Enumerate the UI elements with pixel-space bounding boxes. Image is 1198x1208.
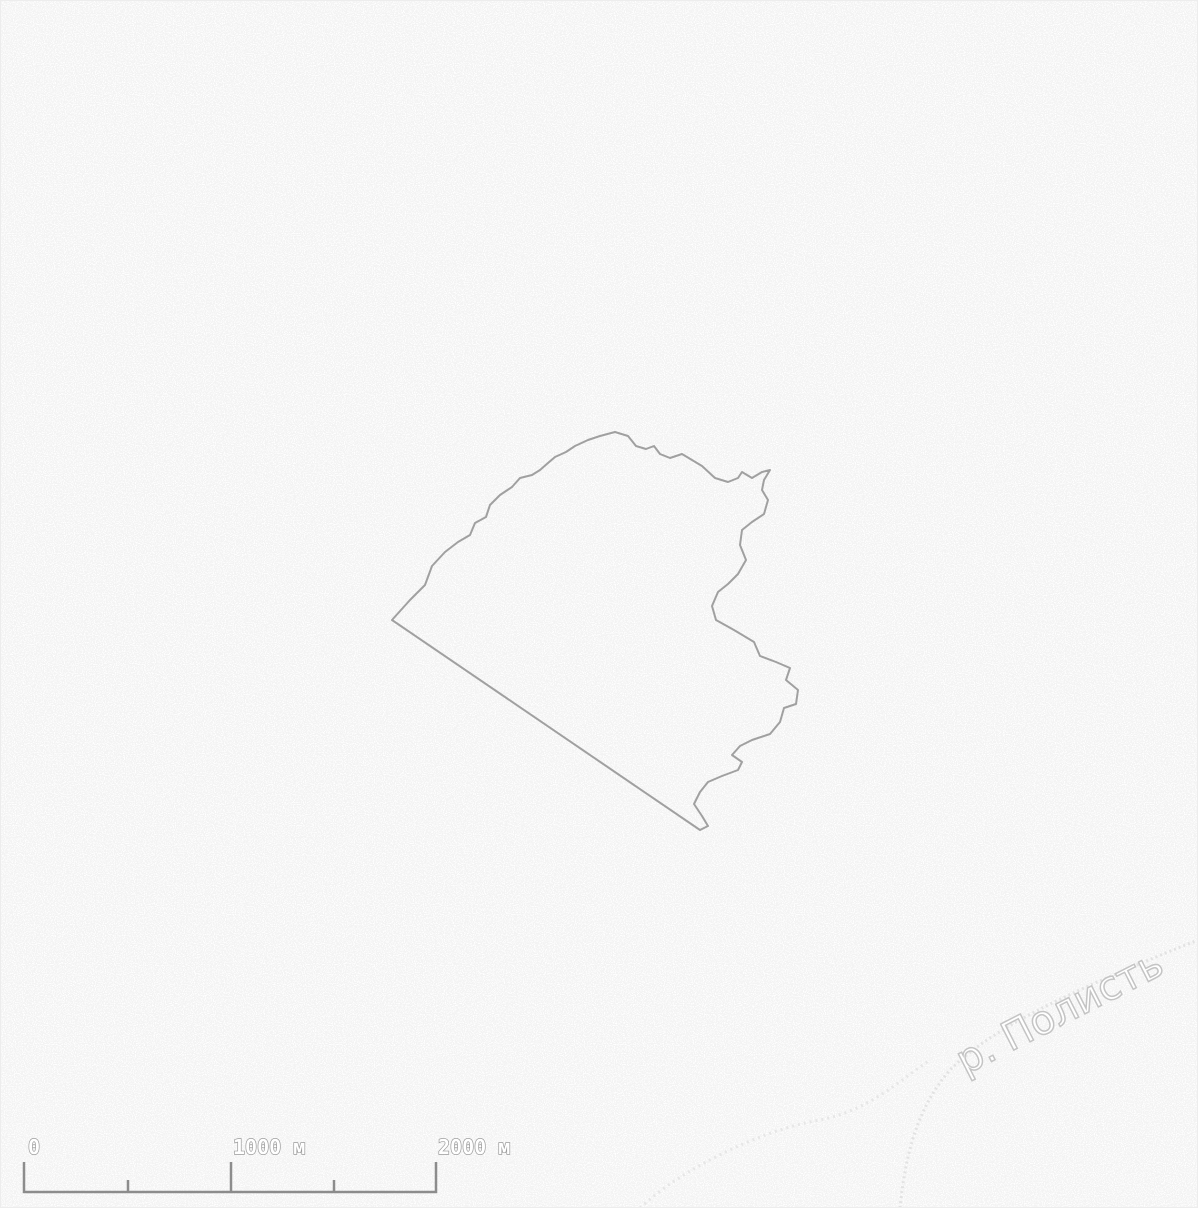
- scale-label-zero: 0: [28, 1135, 40, 1159]
- scale-label-1000: 1000 м: [233, 1135, 305, 1159]
- river-bank-trace-2: [638, 1058, 931, 1208]
- scale-bar: 0 1000 м 2000 м: [22, 1134, 511, 1194]
- territory-boundary: [391, 431, 799, 831]
- scale-label-2000: 2000 м: [438, 1135, 510, 1159]
